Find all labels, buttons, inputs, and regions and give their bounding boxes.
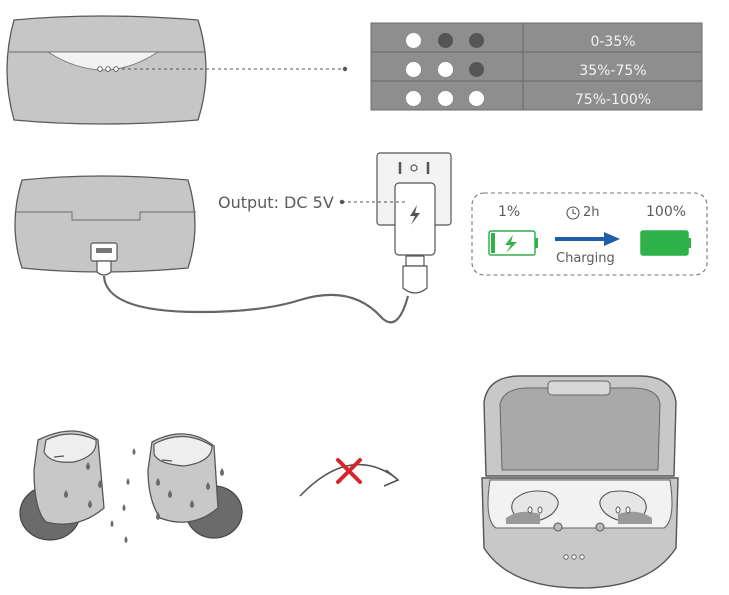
battery-level-label: 35%-75% — [579, 63, 647, 79]
led-on-dot — [469, 91, 484, 106]
wall-charger — [339, 152, 452, 294]
led-off-dot — [469, 62, 484, 77]
start-battery-level: 1% — [498, 204, 521, 220]
lightning-icon — [410, 205, 420, 225]
end-battery-level: 100% — [646, 204, 687, 220]
cross-icon — [336, 458, 362, 484]
battery-level-table — [370, 22, 703, 111]
led-on-dot — [438, 62, 453, 77]
case-bottom-charging — [14, 175, 410, 324]
led-on-dot — [406, 91, 421, 106]
charging-status-label: Charging — [556, 251, 615, 266]
led-off-dot — [438, 33, 453, 48]
battery-level-label: 0-35% — [590, 34, 636, 50]
battery-level-label: 75%-100% — [574, 92, 652, 108]
charging-info-box — [471, 192, 708, 276]
wet-earbuds — [19, 430, 243, 543]
led-on-dot — [438, 91, 453, 106]
led-on-dot — [406, 62, 421, 77]
clock-icon — [566, 206, 580, 220]
case-led-indicators — [97, 66, 119, 72]
charger-output-label: Output: DC 5V — [218, 193, 334, 212]
led-off-dot — [469, 33, 484, 48]
case-front-top — [6, 15, 348, 125]
do-not-insert-arrow — [299, 458, 400, 497]
led-on-dot — [406, 33, 421, 48]
charging-duration: 2h — [583, 205, 600, 220]
open-charging-case — [481, 375, 679, 589]
